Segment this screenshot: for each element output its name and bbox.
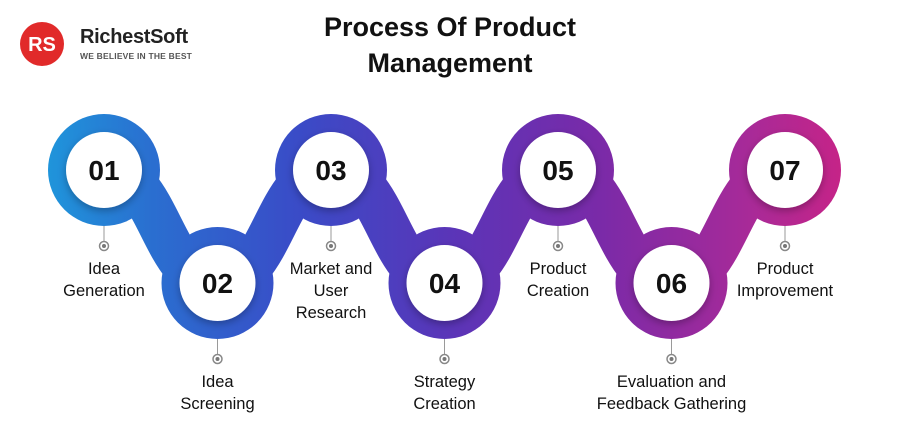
page-title-line-2: Management [367,48,533,78]
step-number: 03 [315,155,346,186]
step-label-line: Creation [526,282,590,300]
step-circle [747,132,823,208]
step-label-line: Creation [413,395,476,413]
step-number: 07 [769,155,800,186]
brand-logo: RS RichestSoft WE BELIEVE IN THE BEST [18,20,218,68]
step-label-line: Generation [63,282,145,300]
step-marker-center [556,244,560,248]
step-marker-center [669,357,674,361]
step-label-line: Evaluation and [616,373,727,391]
step-marker-center [102,244,106,248]
page-title-line-1: Process Of Product [323,12,577,42]
step-label-line: Idea [87,260,121,278]
step-label-line: Research [295,304,367,322]
rs-logo-icon: RS [20,22,64,66]
brand-name: RichestSoft [80,26,188,48]
step-marker-center [783,244,787,248]
step-label-line: User [313,282,349,300]
step-marker-center [215,357,220,361]
step-circle [66,132,142,208]
step-number: 02 [202,268,233,299]
step-number: 04 [429,268,461,299]
step-circle [520,132,596,208]
step-label-line: Product [529,260,587,278]
step-label-line: Product [756,260,814,278]
step-number: 06 [656,268,687,299]
step-label-line: Improvement [736,282,834,300]
brand-tagline: WE BELIEVE IN THE BEST [80,51,193,61]
step-marker-center [442,357,447,361]
step-label-line: Feedback Gathering [596,395,747,413]
step-label-line: Idea [201,373,234,391]
step-number: 01 [88,155,119,186]
step-circle [633,245,710,321]
step-number: 05 [542,155,573,186]
step-label-line: Strategy [413,373,476,391]
step-circle [406,245,483,321]
step-circle [293,132,369,208]
step-label-line: Screening [180,395,255,413]
step-marker-center [329,244,333,248]
step-circle [179,245,256,321]
logo-monogram: RS [28,34,56,56]
step-label-line: Market and [289,260,373,278]
